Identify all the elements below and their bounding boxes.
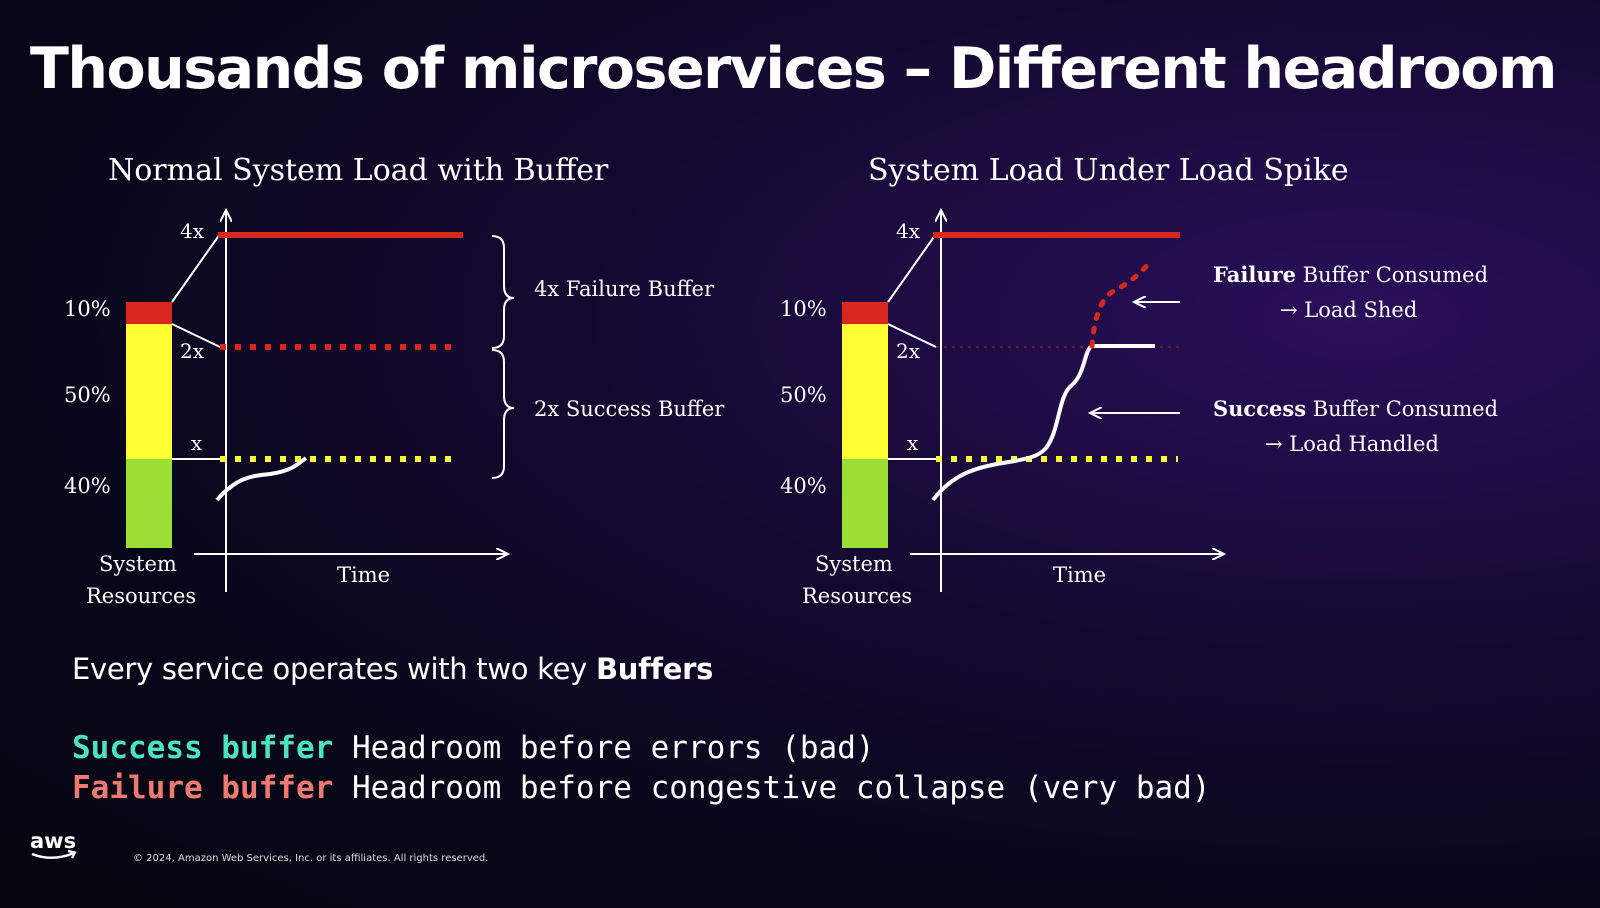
- left-diagram: Normal System Load with Buffer 10% 50% 4…: [64, 153, 725, 608]
- success-buffer-line: Success buffer Headroom before errors (b…: [72, 730, 875, 766]
- right-level-label-2x: 2x: [896, 339, 921, 363]
- slide-title: Thousands of microservices – Different h…: [30, 36, 1557, 102]
- left-bar-label-40: 40%: [64, 474, 111, 498]
- right-connector-4x: [887, 233, 937, 303]
- left-level-label-x: x: [191, 431, 203, 455]
- right-failure-result-label: → Load Shed: [1280, 298, 1417, 322]
- right-shed-curve: [1089, 259, 1153, 349]
- right-resources-label-line2: Resources: [802, 584, 912, 608]
- success-buffer-term: Success buffer: [72, 730, 334, 766]
- failure-buffer-line: Failure buffer Headroom before congestiv…: [72, 770, 1211, 806]
- right-success-consumed-rest: Buffer Consumed: [1306, 397, 1498, 421]
- left-connector-4x: [171, 233, 221, 303]
- buffers-intro-text: Every service operates with two key: [72, 652, 596, 686]
- right-bar-label-50: 50%: [780, 383, 827, 407]
- right-diagram: System Load Under Load Spike 10% 50% 40%…: [780, 153, 1498, 608]
- right-connector-2x: [887, 323, 937, 348]
- right-success-result-label: → Load Handled: [1265, 432, 1439, 456]
- left-resources-label-line2: Resources: [86, 584, 196, 608]
- right-level-label-x: x: [907, 431, 919, 455]
- right-failure-consumed-bold: Failure: [1213, 262, 1296, 287]
- right-load-curve: [931, 344, 1155, 502]
- right-level-label-4x: 4x: [896, 219, 921, 243]
- left-resources-label-line1: System: [99, 552, 177, 576]
- right-diagram-title: System Load Under Load Spike: [868, 153, 1349, 188]
- left-bar-label-50: 50%: [64, 383, 111, 407]
- left-load-curve: [215, 456, 308, 502]
- right-failure-consumed-label: Failure Buffer Consumed: [1213, 262, 1488, 287]
- right-failure-consumed-rest: Buffer Consumed: [1296, 263, 1488, 287]
- left-x-axis-label: Time: [337, 563, 390, 587]
- failure-buffer-desc: Headroom before congestive collapse (ver…: [333, 770, 1211, 806]
- left-failure-buffer-label: 4x Failure Buffer: [534, 277, 715, 301]
- aws-logo-icon: aws: [30, 829, 77, 859]
- left-bar-label-10: 10%: [64, 297, 111, 321]
- left-bar-failure-segment: [126, 302, 172, 324]
- aws-logo: aws: [30, 828, 80, 868]
- success-buffer-desc: Headroom before errors (bad): [333, 730, 875, 766]
- left-bar-base-segment: [126, 459, 172, 548]
- aws-logo-text: aws: [30, 829, 76, 853]
- left-bar-success-segment: [126, 324, 172, 459]
- right-bar-base-segment: [842, 459, 888, 548]
- right-success-consumed-bold: Success: [1213, 396, 1306, 421]
- failure-buffer-term: Failure buffer: [72, 770, 334, 806]
- left-level-label-2x: 2x: [180, 339, 205, 363]
- left-connector-2x: [171, 323, 221, 348]
- buffers-intro: Every service operates with two key Buff…: [72, 652, 713, 686]
- buffers-intro-bold: Buffers: [595, 652, 714, 686]
- left-failure-brace: [491, 235, 515, 349]
- left-success-brace: [491, 349, 515, 479]
- right-bar-label-40: 40%: [780, 474, 827, 498]
- left-success-buffer-label: 2x Success Buffer: [534, 397, 725, 421]
- right-bar-success-segment: [842, 324, 888, 459]
- right-bar-label-10: 10%: [780, 297, 827, 321]
- right-success-consumed-label: Success Buffer Consumed: [1213, 396, 1498, 421]
- right-x-axis-label: Time: [1053, 563, 1106, 587]
- copyright-notice: © 2024, Amazon Web Services, Inc. or its…: [133, 853, 489, 864]
- left-level-label-4x: 4x: [180, 219, 205, 243]
- right-bar-failure-segment: [842, 302, 888, 324]
- left-diagram-title: Normal System Load with Buffer: [108, 153, 609, 188]
- right-resources-label-line1: System: [815, 552, 893, 576]
